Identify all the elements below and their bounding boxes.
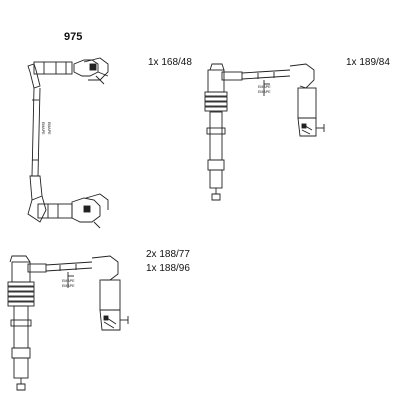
lead-188-drawing bbox=[7, 255, 129, 391]
spark-boot bbox=[7, 255, 47, 391]
spark-boot bbox=[204, 63, 243, 201]
lead-label-189-84: 1x 189/84 bbox=[346, 57, 390, 68]
bottom-boot bbox=[27, 175, 73, 223]
cable-print-a2: EMAPE bbox=[47, 122, 51, 135]
lead-label-188-96: 1x 188/96 bbox=[146, 263, 190, 274]
cable bbox=[241, 69, 291, 96]
cable-print-c2: EMAPE bbox=[62, 284, 75, 288]
lead-label-168-48: 1x 168/48 bbox=[148, 57, 192, 68]
cable-print-a: EMAPE bbox=[41, 122, 45, 135]
cable-print-b: EMAPE bbox=[258, 85, 271, 89]
lead-label-188-77: 2x 188/77 bbox=[146, 249, 190, 260]
cable bbox=[45, 261, 93, 288]
cable-print-b2: EMAPE bbox=[258, 90, 271, 94]
coil-boot bbox=[91, 255, 129, 331]
lead-168-48-drawing bbox=[27, 57, 109, 229]
top-terminal bbox=[73, 57, 109, 85]
cable-print-c: EMAPE bbox=[62, 279, 75, 283]
lead-189-84-drawing bbox=[204, 63, 325, 201]
cable bbox=[31, 87, 41, 177]
top-boot bbox=[27, 61, 73, 89]
coil-boot bbox=[289, 63, 325, 137]
bottom-terminal bbox=[71, 193, 109, 229]
set-code: 975 bbox=[64, 31, 83, 43]
